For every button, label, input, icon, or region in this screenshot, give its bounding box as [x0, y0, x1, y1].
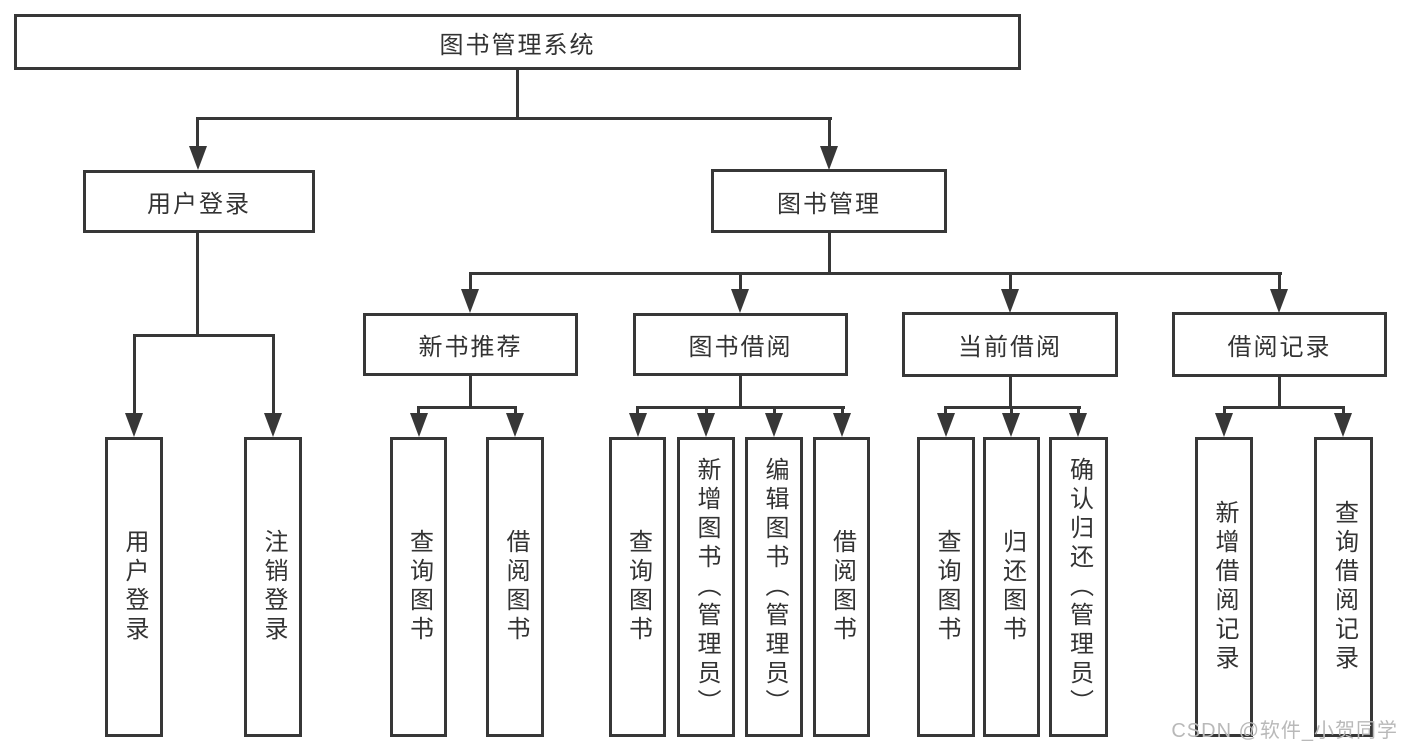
- connector-line: [196, 117, 832, 120]
- connector-line: [196, 233, 199, 337]
- arrow-down-icon: [765, 413, 783, 437]
- connector-line: [1009, 272, 1012, 292]
- leaf-return-books: 归还图书: [983, 437, 1040, 737]
- arrow-down-icon: [820, 146, 838, 170]
- connector-line: [739, 376, 742, 409]
- arrow-down-icon: [410, 413, 428, 437]
- connector-line: [636, 406, 845, 409]
- arrow-down-icon: [264, 413, 282, 437]
- node-book-management: 图书管理: [711, 169, 947, 233]
- connector-line: [841, 406, 844, 416]
- node-current-borrowing: 当前借阅: [902, 312, 1118, 377]
- node-new-book-recommend: 新书推荐: [363, 313, 578, 376]
- connector-line: [773, 406, 776, 416]
- arrow-down-icon: [125, 413, 143, 437]
- connector-line: [1278, 377, 1281, 409]
- connector-line: [133, 334, 275, 337]
- connector-line: [828, 233, 831, 274]
- connector-line: [1010, 406, 1013, 416]
- connector-line: [417, 406, 517, 409]
- connector-line: [417, 406, 420, 416]
- arrow-down-icon: [833, 413, 851, 437]
- connector-line: [705, 406, 708, 416]
- connector-line: [1278, 272, 1281, 292]
- connector-line: [944, 406, 947, 416]
- leaf-user-login: 用户登录: [105, 437, 163, 737]
- leaf-add-borrow-record: 新增借阅记录: [1195, 437, 1253, 737]
- connector-line: [1223, 406, 1345, 409]
- connector-line: [516, 69, 519, 118]
- leaf-logout: 注销登录: [244, 437, 302, 737]
- leaf-edit-books-admin: 编辑图书（管理员）: [745, 437, 803, 737]
- arrow-down-icon: [1001, 289, 1019, 313]
- connector-line: [739, 272, 742, 292]
- connector-line: [1342, 406, 1345, 416]
- arrow-down-icon: [1069, 413, 1087, 437]
- connector-line: [469, 376, 472, 409]
- connector-line: [514, 406, 517, 416]
- node-user-login: 用户登录: [83, 170, 315, 233]
- arrow-down-icon: [1270, 289, 1288, 313]
- connector-line: [1009, 377, 1012, 409]
- node-book-borrowing: 图书借阅: [633, 313, 848, 376]
- connector-line: [272, 334, 275, 413]
- leaf-borrow-books-borrowing: 借阅图书: [813, 437, 870, 737]
- connector-line: [1077, 406, 1080, 416]
- connector-line: [196, 117, 199, 147]
- connector-line: [828, 117, 831, 147]
- connector-line: [636, 406, 639, 416]
- arrow-down-icon: [1215, 413, 1233, 437]
- connector-line: [469, 272, 472, 292]
- arrow-down-icon: [189, 146, 207, 170]
- leaf-borrow-books-recommend: 借阅图书: [486, 437, 544, 737]
- arrow-down-icon: [629, 413, 647, 437]
- watermark-text: CSDN @软件_小贺同学: [1171, 720, 1398, 742]
- node-borrowing-records: 借阅记录: [1172, 312, 1387, 377]
- connector-line: [133, 334, 136, 413]
- arrow-down-icon: [506, 413, 524, 437]
- leaf-query-books-current: 查询图书: [917, 437, 975, 737]
- arrow-down-icon: [937, 413, 955, 437]
- node-library-system-root: 图书管理系统: [14, 14, 1021, 70]
- connector-line: [469, 272, 1282, 275]
- leaf-query-books-borrowing: 查询图书: [609, 437, 666, 737]
- arrow-down-icon: [461, 289, 479, 313]
- leaf-query-books-recommend: 查询图书: [390, 437, 447, 737]
- arrow-down-icon: [697, 413, 715, 437]
- leaf-confirm-return-admin: 确认归还（管理员）: [1049, 437, 1108, 737]
- arrow-down-icon: [1334, 413, 1352, 437]
- connector-line: [1223, 406, 1226, 416]
- arrow-down-icon: [1002, 413, 1020, 437]
- leaf-add-books-admin: 新增图书（管理员）: [677, 437, 735, 737]
- leaf-query-borrow-record: 查询借阅记录: [1314, 437, 1373, 737]
- arrow-down-icon: [731, 289, 749, 313]
